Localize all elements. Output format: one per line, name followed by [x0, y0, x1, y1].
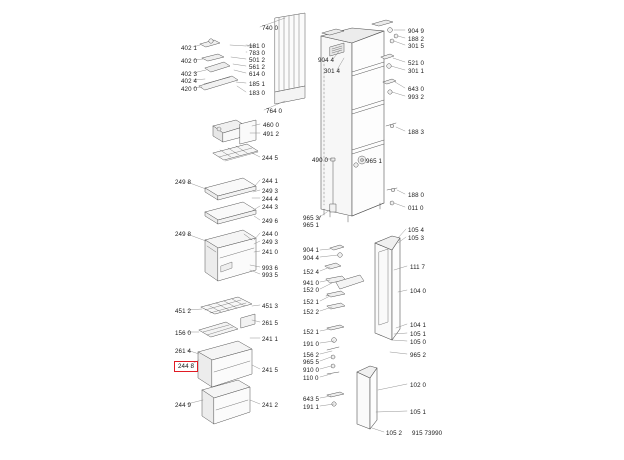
- part-label: 764 0: [266, 108, 282, 115]
- part-label: 156 0: [175, 330, 191, 337]
- part-label: 910 0: [303, 367, 319, 374]
- part-label: 451 3: [262, 303, 278, 310]
- part-label: 904 9: [408, 28, 424, 35]
- part-label: 491 2: [263, 131, 279, 138]
- shelf-glass-1: [204, 177, 257, 201]
- freezer-drawer-2: [201, 379, 251, 425]
- part-label: 105 0: [410, 339, 426, 346]
- part-label: 249 3: [262, 188, 278, 195]
- part-label: 521 0: [408, 60, 424, 67]
- cabinet-top-parts: [321, 19, 399, 206]
- part-label: 104 0: [410, 288, 426, 295]
- part-label: 105 3: [408, 235, 424, 242]
- part-label: 191 1: [303, 404, 319, 411]
- part-label: 301 1: [408, 68, 424, 75]
- part-label: 102 0: [410, 382, 426, 389]
- part-label: 783 0: [249, 50, 265, 57]
- part-label: 104 1: [410, 322, 426, 329]
- part-label: 244 4: [262, 196, 278, 203]
- shelf-glass-2: [204, 201, 257, 225]
- part-label: 993 6: [262, 265, 278, 272]
- grill-part: [198, 313, 256, 338]
- part-label: 904 1: [303, 247, 319, 254]
- freezer-drawer-1: [197, 340, 253, 388]
- part-label: 183 0: [249, 90, 265, 97]
- part-label: 152 1: [303, 299, 319, 306]
- part-label: 261 4: [175, 348, 191, 355]
- part-label: 402 3: [181, 71, 197, 78]
- part-label: 965 5: [303, 359, 319, 366]
- part-label: 110 0: [303, 375, 319, 382]
- part-label: 402 0: [181, 58, 197, 65]
- shelf-wire: [212, 143, 259, 162]
- ice-box: [212, 119, 257, 145]
- crisper-assembly: [204, 229, 257, 282]
- part-label: 152 4: [303, 269, 319, 276]
- part-label: 156 2: [303, 352, 319, 359]
- part-label: 501 2: [249, 57, 265, 64]
- top-brackets: [198, 38, 239, 91]
- part-label: 011 0: [408, 205, 424, 212]
- part-label-highlighted: 244 8: [174, 361, 198, 372]
- part-label: 614 0: [249, 71, 265, 78]
- part-label: 181 0: [249, 43, 265, 50]
- part-label: 451 2: [175, 308, 191, 315]
- part-label: 420 0: [181, 86, 197, 93]
- part-label: 402 4: [181, 78, 197, 85]
- part-label: 904 4: [318, 57, 334, 64]
- part-label: 249 3: [262, 239, 278, 246]
- part-label: 244 1: [262, 178, 278, 185]
- part-label: 152 2: [303, 309, 319, 316]
- part-label: 965 2: [410, 352, 426, 359]
- part-label: 241 0: [262, 249, 278, 256]
- part-label: 241 5: [262, 367, 278, 374]
- cabinet-body: [320, 27, 385, 223]
- part-label: 241 1: [262, 336, 278, 343]
- part-label: 301 5: [408, 43, 424, 50]
- part-label: 185 1: [249, 81, 265, 88]
- part-label: 460 0: [263, 122, 279, 129]
- part-label: 402 1: [181, 45, 197, 52]
- part-label: 965 3/: [303, 215, 321, 222]
- part-label: 105 4: [408, 227, 424, 234]
- part-label: 152 0: [303, 287, 319, 294]
- part-label: 643 5: [303, 396, 319, 403]
- part-label: 915 73990: [412, 430, 443, 437]
- part-label: 188 3: [408, 129, 424, 136]
- part-label: 904 4: [303, 255, 319, 262]
- part-label: 105 1: [410, 331, 426, 338]
- part-label: 244 0: [262, 231, 278, 238]
- part-label: 191 0: [303, 341, 319, 348]
- part-label: 152 1: [303, 329, 319, 336]
- part-label: 643 0: [408, 86, 424, 93]
- part-label: 561 2: [249, 64, 265, 71]
- wire-basket: [200, 296, 253, 315]
- part-label: 105 1: [410, 409, 426, 416]
- part-label: 740 0: [262, 25, 278, 32]
- part-label: 249 8: [175, 179, 191, 186]
- part-label: 301 4: [324, 68, 340, 75]
- part-label: 188 2: [408, 36, 424, 43]
- part-label: 241 2: [262, 402, 278, 409]
- part-label: 188 0: [408, 192, 424, 199]
- part-label: 244 9: [175, 402, 191, 409]
- part-label: 249 8: [175, 231, 191, 238]
- part-label: 105 2: [386, 430, 402, 437]
- part-label: 244 3: [262, 204, 278, 211]
- fridge-door: [374, 235, 401, 341]
- part-label: 965 1: [303, 222, 319, 229]
- part-label: 941 0: [303, 280, 319, 287]
- door-rack: [274, 12, 306, 105]
- part-label: 261 5: [262, 320, 278, 327]
- freezer-door: [356, 365, 378, 430]
- part-label: 993 5: [262, 272, 278, 279]
- part-label: 993 2: [408, 94, 424, 101]
- part-label: 249 6: [262, 218, 278, 225]
- part-label: 965 1: [366, 158, 382, 165]
- door-small-parts: [324, 244, 365, 407]
- part-label: 111 7: [410, 264, 426, 271]
- part-label: 490 0: [312, 157, 328, 164]
- part-label: 244 5: [262, 155, 278, 162]
